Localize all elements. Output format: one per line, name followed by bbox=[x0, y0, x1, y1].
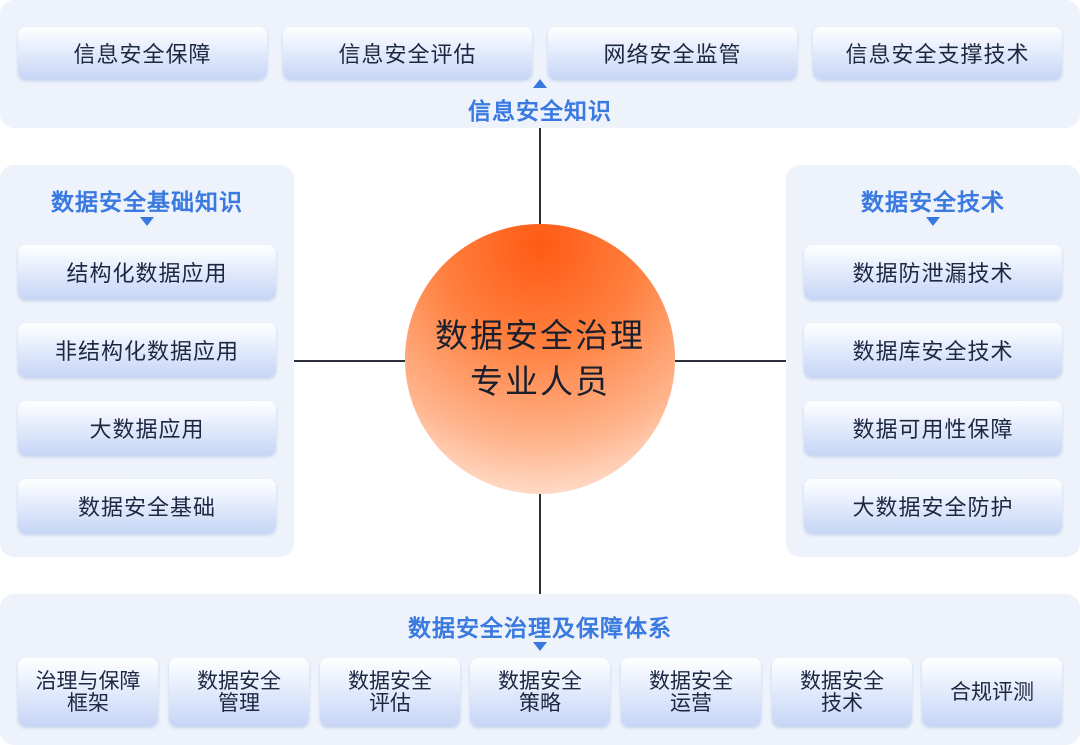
right-item-4: 大数据安全防护 bbox=[804, 479, 1062, 533]
center-title-line2: 专业人员 bbox=[470, 362, 610, 401]
left-heading: 数据安全基础知识 bbox=[51, 190, 243, 216]
left-item-2: 非结构化数据应用 bbox=[18, 323, 276, 377]
center-circle: 数据安全治理 专业人员 bbox=[405, 224, 675, 494]
left-item-4: 数据安全基础 bbox=[18, 479, 276, 533]
bottom-item-5: 数据安全 运营 bbox=[621, 658, 761, 726]
bottom-item-1: 治理与保障 框架 bbox=[18, 658, 158, 726]
right-arrow-icon bbox=[926, 217, 940, 226]
right-item-1: 数据防泄漏技术 bbox=[804, 245, 1062, 299]
bottom-item-2: 数据安全 管理 bbox=[169, 658, 309, 726]
left-arrow-icon bbox=[140, 217, 154, 226]
top-item-2: 信息安全评估 bbox=[283, 27, 532, 79]
left-item-3: 大数据应用 bbox=[18, 401, 276, 455]
connector-right bbox=[675, 360, 786, 362]
right-heading: 数据安全技术 bbox=[861, 190, 1005, 216]
top-item-1: 信息安全保障 bbox=[18, 27, 267, 79]
top-item-4: 信息安全支撑技术 bbox=[813, 27, 1062, 79]
bottom-item-3: 数据安全 评估 bbox=[320, 658, 460, 726]
bottom-item-7: 合规评测 bbox=[922, 658, 1062, 726]
top-arrow-icon bbox=[533, 79, 547, 88]
connector-left bbox=[294, 360, 405, 362]
top-item-3: 网络安全监管 bbox=[548, 27, 797, 79]
bottom-item-6: 数据安全 技术 bbox=[772, 658, 912, 726]
bottom-arrow-icon bbox=[533, 642, 547, 651]
connector-top bbox=[539, 128, 541, 224]
bottom-heading: 数据安全治理及保障体系 bbox=[408, 616, 672, 642]
right-item-2: 数据库安全技术 bbox=[804, 323, 1062, 377]
left-item-1: 结构化数据应用 bbox=[18, 245, 276, 299]
right-item-3: 数据可用性保障 bbox=[804, 401, 1062, 455]
top-heading: 信息安全知识 bbox=[468, 99, 612, 125]
bottom-item-4: 数据安全 策略 bbox=[470, 658, 610, 726]
center-title-line1: 数据安全治理 bbox=[435, 316, 645, 355]
connector-bottom bbox=[539, 494, 541, 594]
